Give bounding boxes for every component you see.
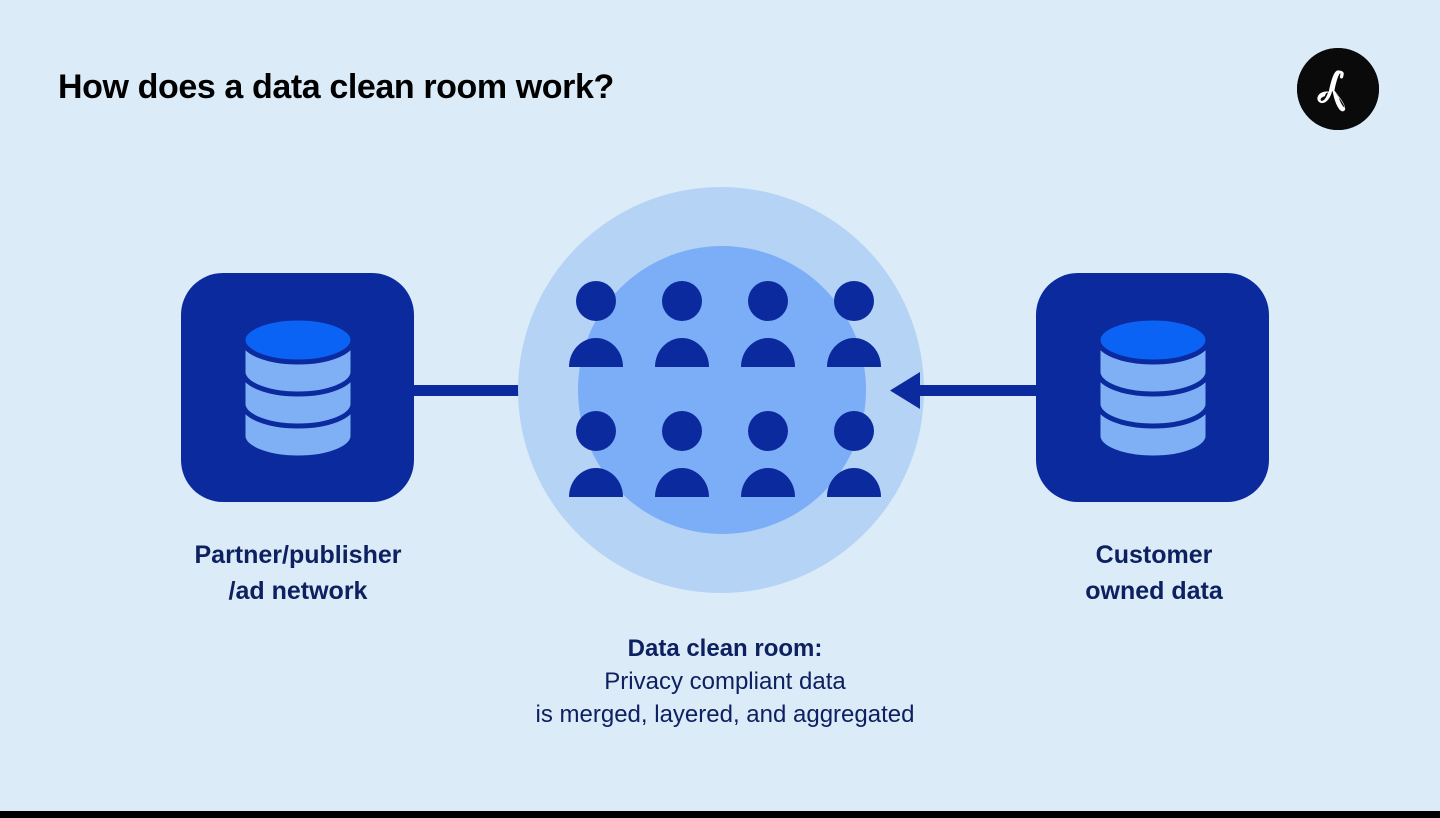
caption-heading: Data clean room: <box>627 635 823 662</box>
arrow-right-to-center <box>886 370 1036 410</box>
node-customer-owned-data-card[interactable] <box>1036 273 1269 502</box>
node-label-partner-publisher: Partner/publisher /ad network <box>194 541 402 605</box>
page-title: How does a data clean room work? <box>58 68 614 106</box>
node-partner-publisher-card[interactable] <box>181 273 414 502</box>
node-label-customer-owned-data: Customer owned data <box>1085 541 1223 605</box>
person-icon <box>827 281 881 367</box>
person-icon <box>655 281 709 367</box>
database-icon <box>239 317 357 458</box>
person-icon <box>569 281 623 367</box>
clean-room-inner-circle <box>578 246 866 534</box>
caption-body: Privacy compliant data is merged, layere… <box>535 668 915 729</box>
person-icon <box>741 281 795 367</box>
clean-room-caption: Data clean room: Privacy compliant data … <box>420 632 1030 731</box>
person-icon <box>569 411 623 497</box>
bottom-rule <box>0 811 1440 818</box>
people-group-icon <box>569 281 881 497</box>
person-icon <box>655 411 709 497</box>
amplitude-logo <box>1297 48 1379 130</box>
person-icon <box>741 411 795 497</box>
database-icon <box>1094 317 1212 458</box>
person-icon <box>827 411 881 497</box>
